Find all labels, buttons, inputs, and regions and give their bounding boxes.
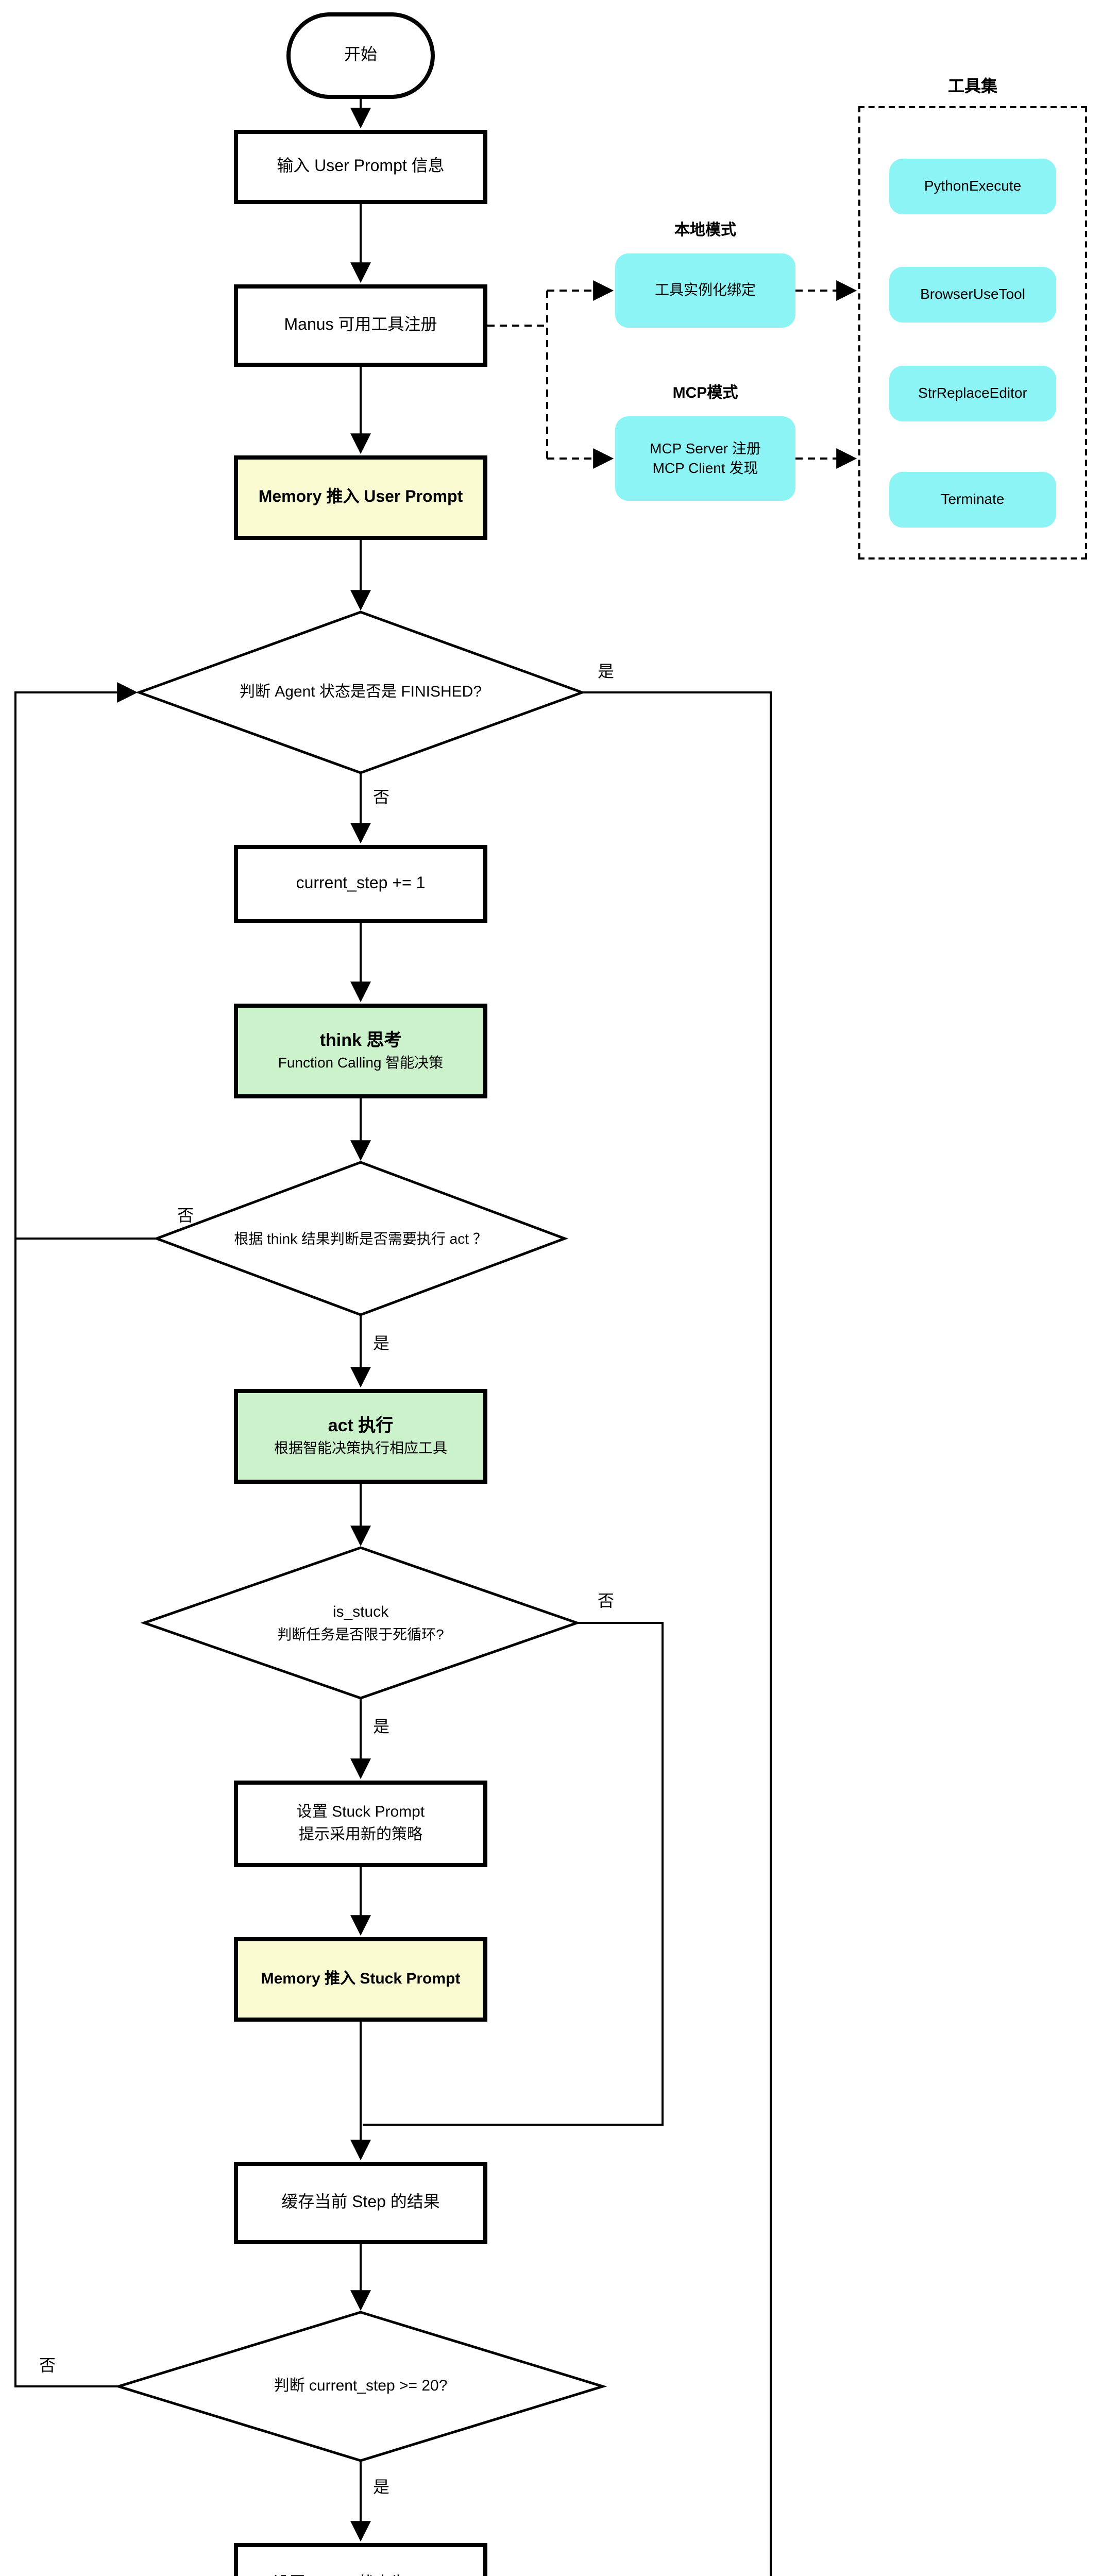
act-title: act 执行 — [328, 1416, 394, 1436]
act-node: act 执行 根据智能决策执行相应工具 — [234, 1389, 487, 1484]
branch-act-yes: 是 — [373, 1335, 390, 1353]
edge-finished-yes-to-end — [582, 691, 772, 2576]
edge-max-no-loop — [14, 682, 138, 2387]
set-stuck-prompt-line2: 提示采用新的策略 — [298, 1825, 422, 1843]
check-stuck-diamond — [140, 1546, 581, 1700]
toolset-title: 工具集 — [947, 78, 997, 96]
check-max-step-label: 判断 current_step >= 20? — [274, 2377, 448, 2395]
branch-finished-yes: 是 — [598, 664, 615, 681]
tool-browser-use-tool: BrowserUseTool — [889, 267, 1056, 323]
local-mode-label: 本地模式 — [674, 222, 736, 239]
memory-push-stuck-prompt-node: Memory 推入 Stuck Prompt — [234, 1937, 487, 2022]
check-finished-diamond — [135, 611, 586, 774]
set-stuck-prompt-node: 设置 Stuck Prompt 提示采用新的策略 — [234, 1781, 487, 1867]
toolset-container — [858, 106, 1087, 560]
check-stuck-title: is_stuck — [332, 1603, 389, 1621]
mcp-mode-box: MCP Server 注册 MCP Client 发现 — [615, 416, 795, 501]
check-act-diamond — [152, 1161, 569, 1316]
think-title: think 思考 — [319, 1030, 402, 1050]
check-stuck-label: is_stuck 判断任务是否限于死循环? — [196, 1590, 525, 1656]
edge-stuck-no-bypass — [363, 1622, 664, 2126]
input-user-prompt-node: 输入 User Prompt 信息 — [234, 130, 487, 204]
cache-step-result-node: 缓存当前 Step 的结果 — [234, 2162, 487, 2244]
check-finished-label: 判断 Agent 状态是否是 FINISHED? — [239, 683, 482, 701]
local-mode-box: 工具实例化绑定 — [615, 253, 795, 328]
mcp-mode-box-line1: MCP Server 注册 — [650, 439, 761, 456]
act-subtitle: 根据智能决策执行相应工具 — [274, 1439, 447, 1456]
check-act-label: 根据 think 结果判断是否需要执行 act ？ — [234, 1230, 487, 1247]
branch-stuck-yes: 是 — [373, 1719, 390, 1736]
set-idle-node: 设置 Agent 状态为 IDLE — [234, 2543, 487, 2576]
tool-str-replace-editor: StrReplaceEditor — [889, 366, 1056, 421]
branch-act-no: 否 — [177, 1208, 194, 1225]
branch-max-step-yes: 是 — [373, 2479, 390, 2497]
check-max-step-diamond — [114, 2311, 607, 2462]
mcp-mode-box-line2: MCP Client 发现 — [652, 460, 758, 476]
mcp-mode-label: MCP模式 — [672, 384, 738, 402]
register-tools-node: Manus 可用工具注册 — [234, 284, 487, 367]
branch-max-step-no: 否 — [39, 2358, 56, 2375]
increment-step-node: current_step += 1 — [234, 845, 487, 923]
think-node: think 思考 Function Calling 智能决策 — [234, 1004, 487, 1098]
branch-finished-no: 否 — [373, 789, 390, 807]
start-node: 开始 — [286, 12, 435, 99]
tool-terminate: Terminate — [889, 472, 1056, 528]
think-subtitle: Function Calling 智能决策 — [278, 1054, 444, 1071]
memory-push-user-prompt-node: Memory 推入 User Prompt — [234, 455, 487, 540]
branch-stuck-no: 否 — [598, 1593, 615, 1611]
check-stuck-subtitle: 判断任务是否限于死循环? — [277, 1625, 444, 1642]
tool-python-execute: PythonExecute — [889, 159, 1056, 214]
set-stuck-prompt-line1: 设置 Stuck Prompt — [296, 1803, 425, 1821]
